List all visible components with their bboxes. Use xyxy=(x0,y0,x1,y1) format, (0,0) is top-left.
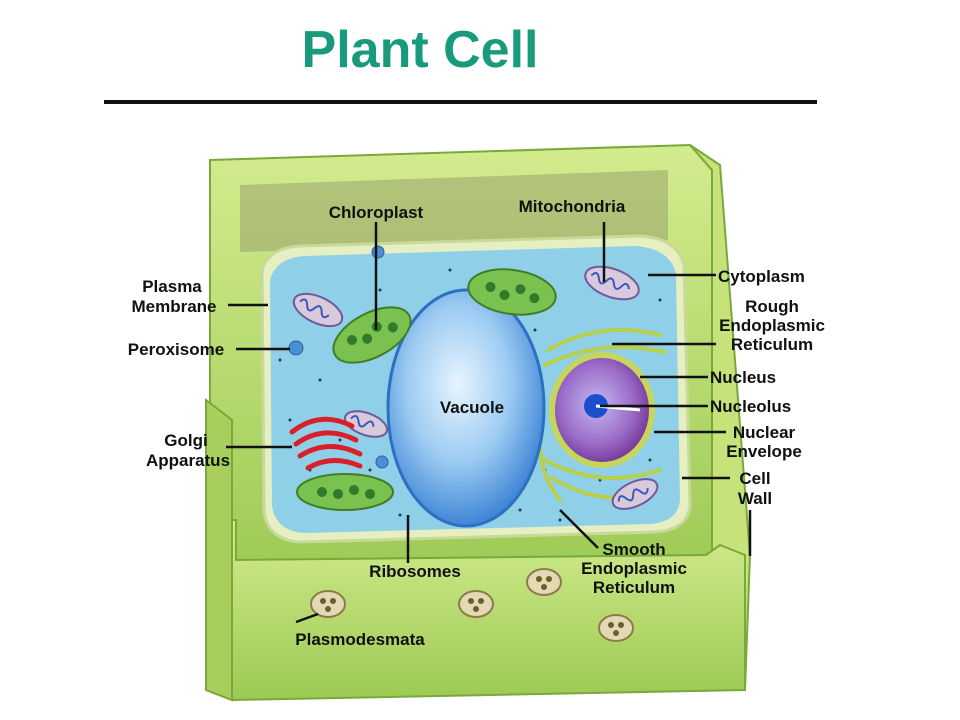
label-golgi-line1: Golgi xyxy=(164,431,207,450)
organelle-labels: Chloroplast Mitochondria Plasma Membrane… xyxy=(128,197,825,649)
label-vacuole: Vacuole xyxy=(440,398,504,417)
label-rough-er-line1: Rough xyxy=(745,297,799,316)
golgi-apparatus xyxy=(289,416,363,471)
label-nuclear-envelope-line1: Nuclear xyxy=(733,423,796,442)
label-plasmodesmata: Plasmodesmata xyxy=(295,630,425,649)
label-ribosomes: Ribosomes xyxy=(369,562,461,581)
nucleus xyxy=(549,352,655,468)
label-golgi-line2: Apparatus xyxy=(146,451,230,470)
mitochondria xyxy=(292,265,659,510)
label-mitochondria: Mitochondria xyxy=(519,197,626,216)
peroxisomes xyxy=(288,245,389,469)
label-plasma-membrane-line1: Plasma xyxy=(142,277,202,296)
label-plasma-membrane-line2: Membrane xyxy=(131,297,216,316)
title-underline xyxy=(104,100,817,104)
label-smooth-er-line2: Endoplasmic xyxy=(581,559,687,578)
chloroplasts xyxy=(296,268,557,511)
label-nucleus: Nucleus xyxy=(710,368,776,387)
page-title: Plant Cell xyxy=(301,21,539,79)
label-cytoplasm: Cytoplasm xyxy=(718,267,805,286)
label-nuclear-envelope-line2: Envelope xyxy=(726,442,802,461)
leader-lines xyxy=(226,222,752,624)
label-rough-er-line2: Endoplasmic xyxy=(719,316,825,335)
label-chloroplast: Chloroplast xyxy=(329,203,424,222)
label-cell-wall-line1: Cell xyxy=(739,469,770,488)
label-peroxisome: Peroxisome xyxy=(128,340,224,359)
label-nucleolus: Nucleolus xyxy=(710,397,791,416)
label-cell-wall-line2: Wall xyxy=(738,489,772,508)
label-smooth-er-line3: Reticulum xyxy=(593,578,675,597)
vacuole xyxy=(386,288,546,528)
plasmodesmata-pits xyxy=(310,568,634,642)
label-rough-er-line3: Reticulum xyxy=(731,335,813,354)
label-smooth-er-line1: Smooth xyxy=(602,540,665,559)
